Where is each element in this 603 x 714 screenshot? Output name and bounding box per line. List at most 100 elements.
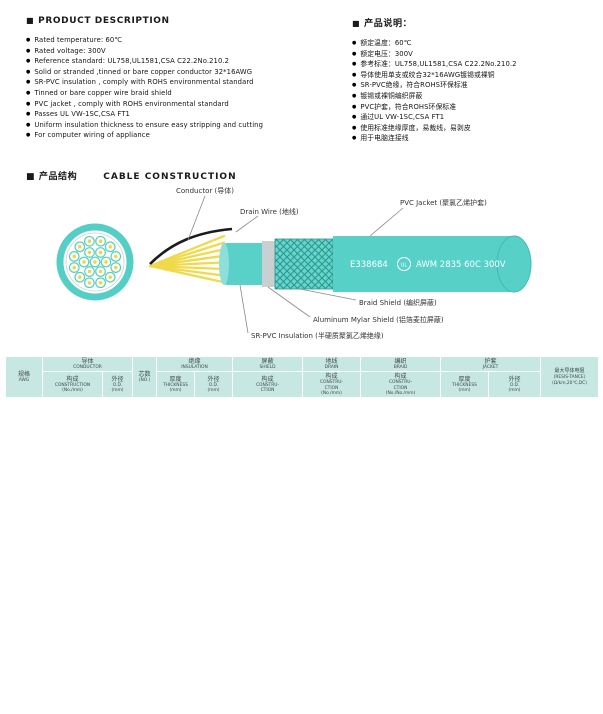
mylar-layer-icon	[262, 241, 275, 287]
core-center-icon	[87, 281, 92, 285]
item-text: 导体使用单支或绞合32*16AWG镀锡或裸铜	[360, 70, 495, 79]
bullet-icon: ●	[352, 114, 357, 121]
section-marker-icon: ■	[26, 172, 36, 182]
item-text: Solid or stranded ,tinned or bare copper…	[34, 67, 253, 76]
item-text: SR-PVC insulation , comply with ROHS env…	[34, 78, 254, 87]
item-text: 镀锡或裸铜编织屏蔽	[360, 91, 423, 100]
bullet-icon: ●	[352, 124, 357, 131]
bullet-icon: ●	[26, 37, 31, 43]
item-text: For computer wiring of appliance	[34, 131, 150, 140]
bullet-icon: ●	[352, 40, 357, 46]
description-item: ●Rated voltage: 300V	[26, 46, 352, 57]
product-description-title: PRODUCT DESCRIPTION	[38, 16, 170, 26]
bullet-icon: ●	[26, 111, 31, 118]
bullet-icon: ●	[26, 47, 31, 54]
item-text: PVC护套，符合ROHS环保标准	[360, 102, 457, 111]
bullet-icon: ●	[352, 71, 357, 78]
description-area: ■PRODUCT DESCRIPTION ●Rated temperature:…	[26, 16, 597, 144]
core-bundle-icon	[68, 235, 122, 289]
callout-conductor: Conductor (导体)	[176, 186, 234, 195]
bullet-icon: ●	[26, 121, 31, 128]
core-center-icon	[98, 281, 103, 285]
core-center-icon	[87, 239, 92, 243]
bullet-icon: ●	[352, 82, 357, 89]
bullet-icon: ●	[26, 58, 31, 65]
item-text: 额定电压：300V	[360, 49, 413, 58]
core-center-icon	[72, 265, 76, 270]
product-notes-list: ●额定温度：60℃●额定电压：300V●参考标准：UL758,UL1581,CS…	[352, 38, 597, 144]
section-marker-icon: ■	[352, 19, 361, 28]
note-item: ●使用标准绝缘厚度，易裁线，易剥皮	[352, 123, 597, 134]
bullet-icon: ●	[352, 50, 357, 57]
core-center-icon	[72, 254, 76, 259]
callout-braid-shield: Braid Shield (编织屏蔽)	[359, 298, 437, 307]
item-text: PVC jacket , comply with ROHS environmen…	[34, 99, 229, 108]
jacket-print-spec: AWM 2835 60C 300V	[416, 260, 506, 270]
item-text: 额定温度：60℃	[360, 39, 412, 47]
core-center-icon	[78, 275, 82, 279]
note-item: ●SR-PVC绝缘，符合ROHS环保标准	[352, 80, 597, 91]
ul-mark-icon	[397, 257, 411, 271]
note-item: ●额定温度：60℃	[352, 38, 597, 49]
note-item: ●镀锡或裸铜编织屏蔽	[352, 91, 597, 102]
item-text: 参考标准：UL758,UL1581,CSA C22.2No.210.2	[360, 60, 517, 69]
item-text: Rated voltage: 300V	[34, 46, 106, 55]
bullet-icon: ●	[352, 92, 357, 99]
bullet-icon: ●	[26, 100, 31, 107]
bullet-icon: ●	[26, 132, 31, 139]
core-center-icon	[98, 269, 103, 274]
drain-wire-icon	[149, 227, 233, 265]
cable-cross-section	[56, 223, 134, 301]
core-center-icon	[98, 239, 103, 243]
item-text: 通过UL VW-1SC,CSA FT1	[360, 113, 445, 122]
insulation-end-icon	[219, 243, 229, 285]
col-resistance: 最大导体电阻(RESIS-TANCE)(Ω/km,20℃,DC)	[540, 355, 600, 399]
product-description-section: ■PRODUCT DESCRIPTION ●Rated temperature:…	[26, 16, 352, 144]
callout-pvc-jacket: PVC Jacket (聚氯乙烯护套)	[400, 198, 487, 207]
note-item: ●导体使用单支或绞合32*16AWG镀锡或裸铜	[352, 70, 597, 81]
core-center-icon	[114, 254, 118, 259]
core-center-icon	[108, 245, 112, 249]
description-item: ●For computer wiring of appliance	[26, 130, 352, 141]
core-center-icon	[98, 250, 103, 255]
jacket-print-cert: E338684	[350, 260, 388, 270]
section-marker-icon: ■	[26, 16, 35, 25]
core-center-icon	[78, 245, 82, 249]
description-item: ●Uniform insulation thickness to ensure …	[26, 120, 352, 131]
braid-layer-icon	[274, 238, 334, 290]
callout-mylar-shield: Aluminum Mylar Shield (铝箔麦拉屏蔽)	[313, 315, 444, 324]
construction-title-en: CABLE CONSTRUCTION	[103, 172, 237, 182]
item-text: Passes UL VW-1SC,CSA FT1	[34, 110, 130, 119]
col-cores: 芯数(NO.)	[132, 355, 157, 399]
item-text: SR-PVC绝缘，符合ROHS环保标准	[360, 81, 468, 90]
note-item: ●额定电压：300V	[352, 49, 597, 60]
item-text: Reference standard: UL758,UL1581,CSA C22…	[34, 57, 230, 66]
note-item: ●PVC护套，符合ROHS环保标准	[352, 102, 597, 113]
note-item: ●通过UL VW-1SC,CSA FT1	[352, 112, 597, 123]
bullet-icon: ●	[352, 61, 357, 68]
description-item: ●SR-PVC insulation , comply with ROHS en…	[26, 77, 352, 88]
note-item: ●参考标准：UL758,UL1581,CSA C22.2No.210.2	[352, 59, 597, 70]
jacket-print: E338684 UL AWM 2835 60C 300V	[350, 257, 506, 271]
core-center-icon	[108, 275, 112, 279]
core-center-icon	[87, 250, 92, 255]
item-text: 用于电脑连接线	[360, 134, 409, 143]
ul-mark-text: UL	[401, 262, 408, 268]
bullet-icon: ●	[26, 79, 31, 86]
conductor-fan-icon	[148, 234, 226, 284]
description-item: ●Tinned or bare copper wire braid shield	[26, 88, 352, 99]
